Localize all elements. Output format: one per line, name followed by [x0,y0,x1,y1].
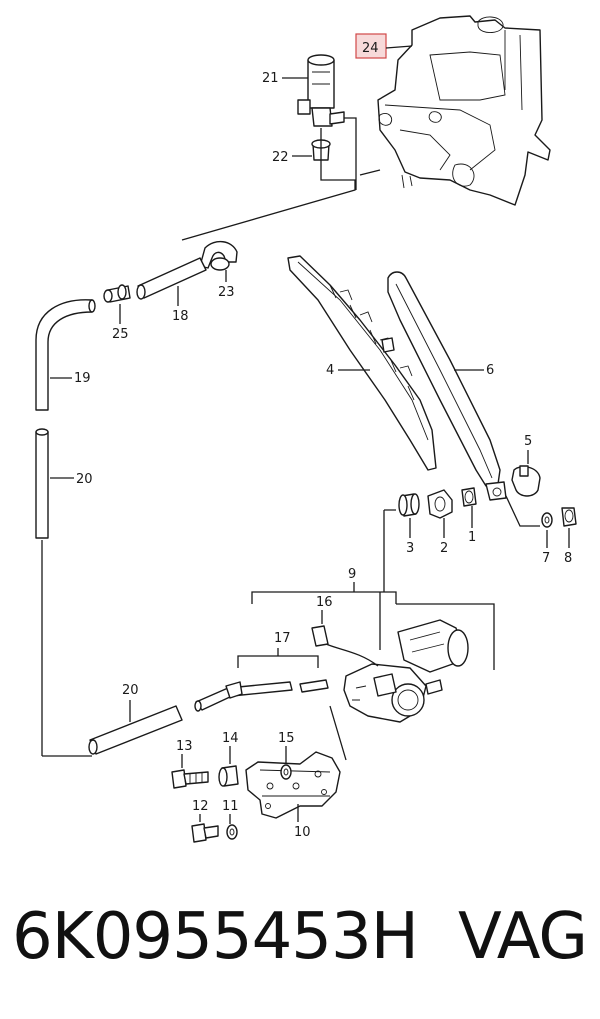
hose-curved [35,299,96,411]
motor-cable-connector [311,625,379,667]
label-19: 19 [74,371,91,386]
hex-nut [461,487,477,507]
washer-pump [297,54,345,127]
label-15: 15 [278,731,295,746]
label-18: 18 [172,309,189,324]
arm-cover-cap [511,465,541,497]
label-1: 1 [468,530,476,545]
label-14: 14 [222,731,239,746]
label-13: 13 [176,739,193,754]
label-17: 17 [274,631,291,646]
hex-bolt-13 [171,769,209,789]
label-20-upper: 20 [76,472,93,487]
cap-nut [561,507,577,527]
parts-diagram: 24 21 22 23 18 25 [35,15,577,843]
hose-long-lower [88,705,183,755]
mounting-plate [245,751,341,819]
label-2: 2 [440,541,448,556]
wiper-motor [343,619,469,723]
flat-washer [541,512,553,528]
washer-nozzle-tube [194,679,329,712]
wiper-arm [387,271,507,501]
label-5: 5 [524,434,532,449]
part-number: 6K0955453H [12,900,419,974]
label-9: 9 [348,567,356,582]
hose-connector [103,284,131,303]
label-6: 6 [486,363,494,378]
hose-path-pump [181,128,356,241]
label-11: 11 [222,799,239,814]
label-4: 4 [326,363,334,378]
group-bracket-17 [237,648,319,668]
group-bracket-9 [251,582,397,650]
label-3: 3 [406,541,414,556]
label-12: 12 [192,799,209,814]
washer-reservoir [377,15,551,206]
part-24-highlight [355,33,387,59]
label-16: 16 [316,595,333,610]
label-21: 21 [262,71,279,86]
wiper-blade [287,255,437,471]
label-25: 25 [112,327,129,342]
label-10: 10 [294,825,311,840]
label-24: 24 [362,41,379,56]
mounting-bracket [427,489,453,519]
label-22: 22 [272,150,289,165]
label-8: 8 [564,551,572,566]
bushing [398,493,420,517]
hose-elbow [199,241,238,271]
spacer-washer [280,764,292,780]
label-7: 7 [542,551,550,566]
hose-short [136,257,207,300]
label-23: 23 [218,285,235,300]
hose-long-left [35,428,49,539]
rubber-bushing [218,765,239,787]
label-20-lower: 20 [122,683,139,698]
lock-washer [226,824,238,840]
hex-bolt-12 [191,823,219,843]
brand-name: VAG [458,900,588,974]
